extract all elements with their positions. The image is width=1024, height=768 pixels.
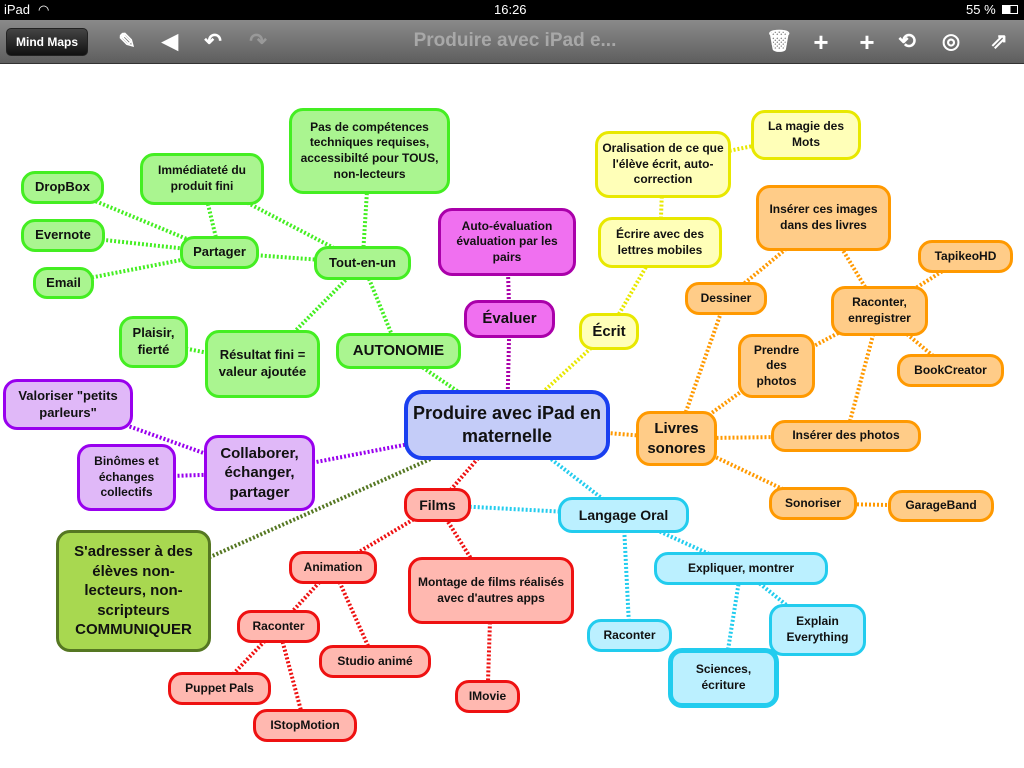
node-auto[interactable]: Auto-évaluation évaluation par les pairs bbox=[438, 208, 576, 276]
node-langage[interactable]: Langage Oral bbox=[558, 497, 689, 533]
node-puppet[interactable]: Puppet Pals bbox=[168, 672, 271, 705]
node-raconter-enr[interactable]: Raconter, enregistrer bbox=[831, 286, 928, 336]
add-child-icon[interactable]: + bbox=[813, 27, 829, 57]
node-dropbox[interactable]: DropBox bbox=[21, 171, 104, 204]
node-collaborer[interactable]: Collaborer, échanger, partager bbox=[204, 435, 315, 511]
battery-icon bbox=[1002, 5, 1018, 14]
node-inserer-images[interactable]: Insérer ces images dans des livres bbox=[756, 185, 891, 251]
node-binomes[interactable]: Binômes et échanges collectifs bbox=[77, 444, 176, 511]
node-adresser[interactable]: S'adresser à des élèves non-lecteurs, no… bbox=[56, 530, 211, 652]
node-immed[interactable]: Immédiateté du produit fini bbox=[140, 153, 264, 205]
link-icon[interactable]: ⟲ bbox=[898, 30, 916, 53]
edit-icon[interactable]: ✎ bbox=[118, 30, 136, 53]
node-tout[interactable]: Tout-en-un bbox=[314, 246, 411, 280]
node-tapikeo[interactable]: TapikeoHD bbox=[918, 240, 1013, 273]
redo-icon[interactable]: ↷ bbox=[249, 30, 267, 53]
battery-label: 55 % bbox=[966, 2, 996, 17]
undo-icon[interactable]: ↶ bbox=[204, 30, 222, 53]
share-icon[interactable]: ⇗ bbox=[990, 30, 1008, 53]
node-raconter-r[interactable]: Raconter bbox=[237, 610, 320, 643]
add-sibling-icon[interactable]: + bbox=[859, 27, 875, 57]
node-partager[interactable]: Partager bbox=[180, 236, 259, 269]
node-pas[interactable]: Pas de compétences techniques requises, … bbox=[289, 108, 450, 194]
device-label: iPad bbox=[4, 2, 31, 17]
status-bar: iPad ◠ 16:26 55 % bbox=[0, 0, 1024, 20]
node-sciences[interactable]: Sciences, écriture bbox=[668, 648, 779, 708]
toolbar: Mind Maps ✎ ◀ ↶ ↷ Produire avec iPad e..… bbox=[0, 20, 1024, 64]
node-studio[interactable]: Studio animé bbox=[319, 645, 431, 678]
node-garageband[interactable]: GarageBand bbox=[888, 490, 994, 522]
node-inserer-photos[interactable]: Insérer des photos bbox=[771, 420, 921, 452]
node-istop[interactable]: IStopMotion bbox=[253, 709, 357, 742]
node-center[interactable]: Produire avec iPad en maternelle bbox=[404, 390, 610, 460]
node-imovie[interactable]: IMovie bbox=[455, 680, 520, 713]
connector-langage-raconter_c bbox=[621, 514, 632, 636]
node-evaluer[interactable]: Évaluer bbox=[464, 300, 555, 338]
node-bookcreator[interactable]: BookCreator bbox=[897, 354, 1004, 387]
node-oralisation[interactable]: Oralisation de ce que l'élève écrit, aut… bbox=[595, 131, 731, 198]
node-montage[interactable]: Montage de films réalisés avec d'autres … bbox=[408, 557, 574, 624]
connector-center-ecrit bbox=[505, 330, 611, 427]
node-valoriser[interactable]: Valoriser "petits parleurs" bbox=[3, 379, 133, 430]
node-ecrire[interactable]: Écrire avec des lettres mobiles bbox=[598, 217, 722, 268]
node-films[interactable]: Films bbox=[404, 488, 471, 522]
node-animation[interactable]: Animation bbox=[289, 551, 377, 584]
node-email[interactable]: Email bbox=[33, 267, 94, 299]
clock: 16:26 bbox=[494, 2, 527, 17]
node-sonoriser[interactable]: Sonoriser bbox=[769, 487, 857, 520]
node-raconter-c[interactable]: Raconter bbox=[587, 619, 672, 652]
node-livres[interactable]: Livres sonores bbox=[636, 411, 717, 466]
mind-map-canvas[interactable]: Produire avec iPad en maternelle Pas de c… bbox=[0, 65, 1024, 768]
node-dessiner[interactable]: Dessiner bbox=[685, 282, 767, 315]
node-prendre[interactable]: Prendre des photos bbox=[738, 334, 815, 398]
mind-maps-back-button[interactable]: Mind Maps bbox=[6, 28, 88, 56]
node-expliquer[interactable]: Expliquer, montrer bbox=[654, 552, 828, 585]
document-title: Produire avec iPad e... bbox=[413, 30, 617, 51]
trash-icon[interactable]: 🗑 bbox=[766, 30, 793, 53]
node-plaisir[interactable]: Plaisir, fierté bbox=[119, 316, 188, 368]
node-ecrit[interactable]: Écrit bbox=[579, 313, 639, 350]
wifi-icon: ◠ bbox=[38, 2, 50, 17]
palette-icon[interactable]: ◎ bbox=[941, 30, 961, 53]
node-resultat[interactable]: Résultat fini = valeur ajoutée bbox=[205, 330, 320, 398]
node-magie[interactable]: La magie des Mots bbox=[751, 110, 861, 160]
connector-langage-films bbox=[437, 503, 624, 517]
back-arrow-icon[interactable]: ◀ bbox=[161, 30, 179, 53]
node-explain[interactable]: Explain Everything bbox=[769, 604, 866, 656]
node-autonomie[interactable]: AUTONOMIE bbox=[336, 333, 461, 369]
node-evernote[interactable]: Evernote bbox=[21, 219, 105, 252]
